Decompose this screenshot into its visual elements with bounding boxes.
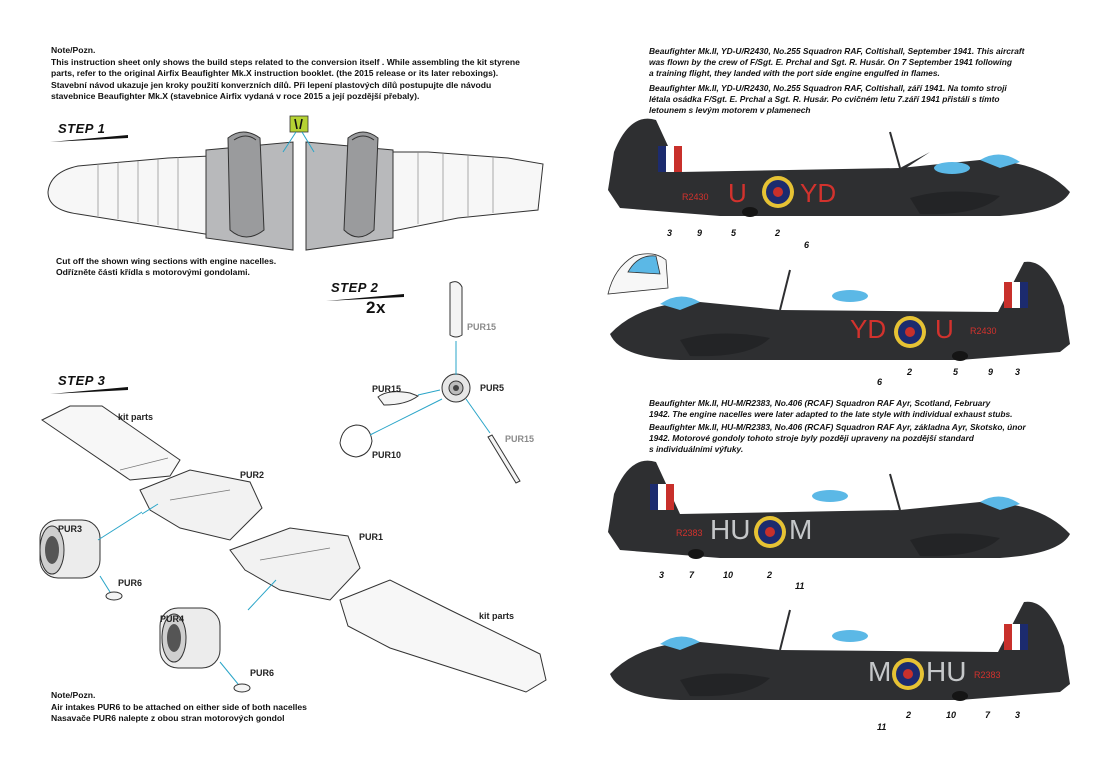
aircraft2-caption-cz: 1942. Motorové gondoly tohoto stroje byl…: [649, 433, 974, 443]
label-pur2: PUR2: [240, 470, 265, 480]
note-title: Note/Pozn.: [51, 45, 96, 55]
aircraft2-caption-cz: Beaufighter Mk.II, HU-M/R2383, No.406 (R…: [649, 422, 1026, 432]
step1-title: STEP 1: [58, 121, 106, 136]
label-pur5: PUR5: [480, 383, 505, 393]
bottom-note-line: Nasavače PUR6 nalepte z obou stran motor…: [51, 713, 285, 723]
label-pur3: PUR3: [58, 524, 83, 534]
note-line: Stavební návod ukazuje jen kroky použití…: [51, 80, 492, 90]
bottom-note-line: Air intakes PUR6 to be attached on eithe…: [51, 702, 307, 712]
callout: 11: [877, 722, 887, 732]
label-kit-parts: kit parts: [479, 611, 515, 621]
label-pur1: PUR1: [359, 532, 384, 542]
step2-underline: [326, 294, 404, 301]
callout: 7: [985, 710, 991, 720]
label-pur4: PUR4: [160, 614, 185, 624]
callout: 7: [689, 570, 695, 580]
callout: 3: [1015, 710, 1021, 720]
aircraft2-profile-starboard: [608, 460, 1070, 559]
aircraft2-serial: R2383: [676, 528, 703, 538]
aircraft1-code: YD: [850, 314, 887, 344]
aircraft1-caption-en: Beaufighter Mk.II, YD-U/R2430, No.255 Sq…: [649, 46, 1025, 56]
callout: 2: [906, 710, 912, 720]
step1-cut-line: Odřízněte části křídla s motorovými gond…: [56, 267, 250, 277]
callout: 2: [775, 228, 781, 238]
aircraft1-caption-cz: létala osádka F/Sgt. E. Prchal a Sgt. R.…: [649, 94, 1000, 104]
nacelle-assembly-diagram: [39, 405, 547, 693]
callout: 2: [907, 367, 913, 377]
label-pur10: PUR10: [372, 450, 402, 460]
label-kit-parts: kit parts: [118, 412, 154, 422]
callout: 9: [988, 367, 994, 377]
label-pur6: PUR6: [118, 578, 143, 588]
note-line: stavebnice Beaufighter Mk.X (stavebnice …: [51, 91, 420, 101]
callout: 3: [659, 570, 665, 580]
label-pur15: PUR15: [467, 322, 497, 332]
aircraft2-code: HU: [710, 514, 751, 545]
aircraft1-code: U: [935, 314, 954, 344]
aircraft2-serial: R2383: [974, 670, 1001, 680]
aircraft2-code: HU: [926, 656, 967, 687]
callout: 5: [731, 228, 737, 238]
callout: 10: [723, 570, 734, 580]
callout: 11: [795, 581, 805, 591]
aircraft1-serial: R2430: [682, 192, 709, 202]
step3-title: STEP 3: [58, 373, 106, 388]
aircraft1-caption-cz: letounem s levým motorem v plamenech: [649, 105, 811, 115]
note-line: This instruction sheet only shows the bu…: [51, 57, 520, 67]
step2-title: STEP 2: [331, 280, 379, 295]
cockpit-inset: [607, 253, 669, 295]
bottom-note-title: Note/Pozn.: [51, 690, 96, 700]
aircraft1-profile-port: [610, 261, 1070, 361]
aircraft2-caption-en: 1942. The engine nacelles were later ada…: [649, 409, 1013, 419]
step1-cut-line: Cut off the shown wing sections with eng…: [56, 256, 277, 266]
propeller-assembly-diagram: [339, 281, 521, 484]
aircraft2-code: M: [868, 656, 892, 687]
aircraft1-code: YD: [800, 178, 837, 208]
aircraft1-code: U: [728, 178, 747, 208]
aircraft2-caption-cz: s individuálními výfuky.: [649, 444, 744, 454]
aircraft1-profile-starboard: [608, 118, 1070, 217]
callout: 2: [767, 570, 773, 580]
aircraft2-code: M: [789, 514, 813, 545]
aircraft1-caption-cz: Beaufighter Mk.II, YD-U/R2430, No.255 Sq…: [649, 83, 1007, 93]
callout: 9: [697, 228, 703, 238]
aircraft1-caption-en: was flown by the crew of F/Sgt. E. Prcha…: [649, 57, 1012, 67]
step3-underline: [50, 387, 128, 394]
callout: 5: [953, 367, 959, 377]
step2-multiplier: 2x: [366, 298, 386, 317]
aircraft1-caption-en: a training flight, they landed with the …: [649, 68, 940, 78]
label-pur15: PUR15: [372, 384, 402, 394]
label-pur6: PUR6: [250, 668, 275, 678]
callout: 3: [667, 228, 673, 238]
step1-underline: [50, 135, 128, 142]
callout: 10: [946, 710, 957, 720]
note-line: parts, refer to the original Airfix Beau…: [51, 68, 499, 78]
callout: 3: [1015, 367, 1021, 377]
label-pur15: PUR15: [505, 434, 535, 444]
aircraft2-caption-en: Beaufighter Mk.II, HU-M/R2383, No.406 (R…: [649, 398, 991, 408]
wing-plan-diagram: [47, 115, 544, 251]
callout: 6: [877, 377, 883, 387]
aircraft2-profile-port: [610, 601, 1070, 701]
callout: 6: [804, 240, 810, 250]
aircraft1-serial: R2430: [970, 326, 997, 336]
